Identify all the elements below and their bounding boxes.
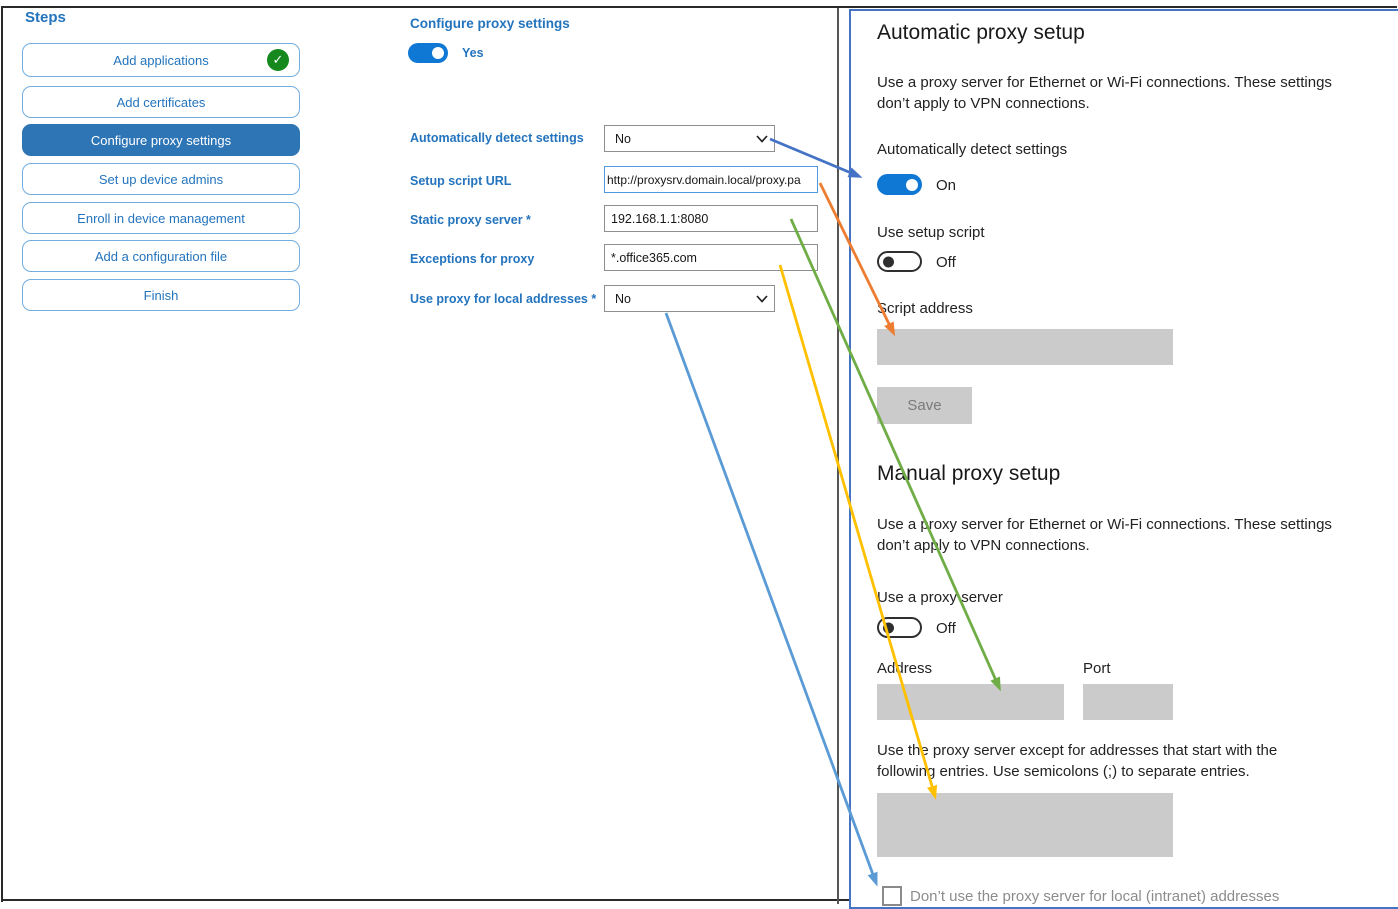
static-proxy-server-input[interactable]: 192.168.1.1:8080 <box>604 205 818 232</box>
use-setup-script-toggle[interactable] <box>877 251 922 272</box>
field-label-setup-script-url: Setup script URL <box>410 174 512 188</box>
port-input[interactable] <box>1083 684 1173 720</box>
manual-proxy-setup-heading: Manual proxy setup <box>877 462 1061 485</box>
input-value: 192.168.1.1:8080 <box>611 211 709 226</box>
address-input[interactable] <box>877 684 1064 720</box>
chevron-down-icon <box>756 134 768 143</box>
local-addresses-select[interactable]: No <box>604 285 775 312</box>
sidebar-item-set-up-device-admins[interactable]: Set up device admins <box>22 163 300 195</box>
setup-script-url-input[interactable]: http://proxysrv.domain.local/proxy.pa <box>604 166 818 193</box>
use-proxy-server-state: Off <box>936 620 956 637</box>
page-border-left <box>1 6 3 902</box>
step-label: Finish <box>143 287 179 303</box>
automatic-proxy-setup-heading: Automatic proxy setup <box>877 21 1085 44</box>
save-button-label: Save <box>907 397 942 414</box>
sidebar-item-add-a-configuration-file[interactable]: Add a configuration file <box>22 240 300 272</box>
completed-check-icon: ✓ <box>267 49 289 71</box>
select-value: No <box>615 131 631 146</box>
form-title: Configure proxy settings <box>410 16 570 31</box>
local-addresses-arrow <box>664 312 878 887</box>
sidebar-item-configure-proxy-settings[interactable]: Configure proxy settings <box>22 124 300 156</box>
sidebar-item-add-applications[interactable]: Add applications ✓ <box>22 43 300 77</box>
input-value: *.office365.com <box>611 250 697 265</box>
proxy-exceptions-textarea[interactable] <box>877 793 1173 857</box>
step-label: Add a configuration file <box>94 248 228 264</box>
field-label-static-proxy: Static proxy server * <box>410 213 531 227</box>
detect-settings-state: On <box>936 177 957 194</box>
configure-proxy-toggle[interactable] <box>408 43 448 63</box>
automatic-proxy-description: Use a proxy server for Ethernet or Wi-Fi… <box>877 74 1332 112</box>
configure-proxy-toggle-state: Yes <box>462 46 484 60</box>
detect-settings-toggle[interactable] <box>877 174 922 195</box>
address-label: Address <box>877 660 933 677</box>
script-address-label: Script address <box>877 300 973 317</box>
auto-detect-select[interactable]: No <box>604 125 775 152</box>
use-proxy-server-toggle[interactable] <box>877 617 922 638</box>
detect-settings-label: Automatically detect settings <box>877 141 1068 158</box>
sidebar-item-finish[interactable]: Finish <box>22 279 300 311</box>
local-intranet-checkbox-label: Don’t use the proxy server for local (in… <box>910 888 1280 905</box>
steps-title: Steps <box>25 9 66 26</box>
port-label: Port <box>1083 660 1111 677</box>
manual-proxy-description: Use a proxy server for Ethernet or Wi-Fi… <box>877 516 1332 554</box>
vertical-divider <box>837 8 839 904</box>
local-intranet-checkbox[interactable] <box>882 886 902 906</box>
field-label-exceptions: Exceptions for proxy <box>410 252 535 266</box>
chevron-down-icon <box>756 294 768 303</box>
script-address-input[interactable] <box>877 329 1173 365</box>
use-setup-script-label: Use setup script <box>877 224 985 241</box>
step-label: Set up device admins <box>98 171 224 187</box>
use-setup-script-state: Off <box>936 254 956 271</box>
select-value: No <box>615 291 631 306</box>
save-button[interactable]: Save <box>877 387 972 424</box>
input-value: http://proxysrv.domain.local/proxy.pa <box>607 172 801 187</box>
field-label-local-addresses: Use proxy for local addresses * <box>410 292 597 306</box>
exceptions-for-proxy-input[interactable]: *.office365.com <box>604 244 818 271</box>
use-proxy-server-label: Use a proxy server <box>877 589 1003 606</box>
page-border-bottom <box>1 899 849 901</box>
step-label: Configure proxy settings <box>90 132 232 148</box>
step-label: Enroll in device management <box>77 210 245 226</box>
sidebar-item-add-certificates[interactable]: Add certificates <box>22 86 300 118</box>
field-label-auto-detect: Automatically detect settings <box>410 131 584 145</box>
proxy-exceptions-description: Use the proxy server except for addresse… <box>877 742 1278 780</box>
sidebar-item-enroll-in-device-management[interactable]: Enroll in device management <box>22 202 300 234</box>
step-label: Add applications <box>113 52 209 68</box>
page-border-top <box>1 6 1397 8</box>
step-label: Add certificates <box>116 94 206 110</box>
